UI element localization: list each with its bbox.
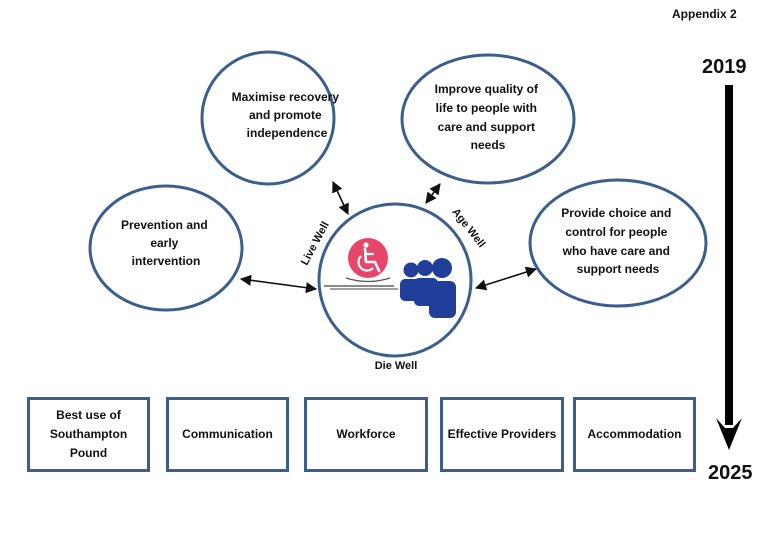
enabler-box-effective-providers: Effective Providers: [440, 397, 564, 472]
outcome-top-right-text: Improve quality of life to people with c…: [435, 82, 542, 152]
timeline-end-year: 2025: [708, 462, 753, 484]
enabler-label: Effective Providers: [447, 427, 557, 441]
arrow-left: [239, 274, 318, 294]
center-circle: [317, 202, 473, 358]
timeline-arrow: [716, 85, 742, 450]
enabler-label: Communication: [182, 427, 273, 441]
enabler-label: Best use of Southampton Pound: [49, 408, 128, 460]
arrow-top-right: [425, 183, 441, 204]
arrow-top-left: [332, 180, 349, 216]
people-group-icon: [400, 258, 456, 318]
outcome-top-right: Improve quality of life to people with c…: [400, 53, 576, 185]
enabler-label: Accommodation: [587, 427, 682, 441]
timeline-start-year: 2019: [702, 56, 747, 78]
enabler-box-workforce: Workforce: [304, 397, 428, 472]
outcome-left: Prevention and early intervention: [88, 184, 244, 312]
enabler-label: Workforce: [336, 427, 396, 441]
outcome-right-text: Provide choice and control for people wh…: [561, 206, 674, 276]
outcome-right: Provide choice and control for people wh…: [528, 178, 708, 308]
outcome-left-text: Prevention and early intervention: [121, 218, 211, 268]
arrow-right: [474, 266, 538, 291]
die-well-label: Die Well: [375, 360, 418, 372]
enabler-box-best-use-of-southampton-pound: Best use of Southampton Pound: [27, 397, 150, 472]
outcome-top-left: Maximise recovery and promote independen…: [200, 50, 343, 186]
appendix-label: Appendix 2: [672, 7, 737, 21]
enabler-box-communication: Communication: [166, 397, 289, 472]
enabler-box-accommodation: Accommodation: [573, 397, 696, 472]
outcome-top-left-text: Maximise recovery and promote independen…: [232, 90, 343, 140]
wheelchair-icon: [324, 238, 398, 290]
